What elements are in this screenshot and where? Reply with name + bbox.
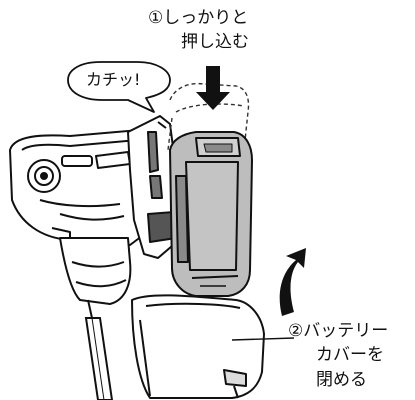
battery-pack	[169, 131, 253, 297]
down-arrow-icon	[196, 66, 230, 110]
step2-leader-line	[231, 337, 295, 341]
speech-bubble-icon	[67, 61, 171, 113]
step1-text-line2: 押し込む	[181, 32, 249, 52]
battery-ghost-outline	[167, 82, 250, 151]
battery-latch	[127, 115, 177, 259]
tool-housing	[9, 128, 166, 246]
step1-text-line1: しっかりと	[163, 8, 249, 28]
extension-shaft	[84, 317, 114, 400]
tool-handle	[59, 237, 132, 319]
step1-number: ①	[148, 8, 164, 28]
step2-label-line1: ②バッテリー	[288, 321, 388, 341]
step2-number: ②	[288, 321, 304, 341]
step2-text-line3: 閉める	[316, 370, 367, 390]
step2-text-line1: バッテリー	[303, 321, 389, 341]
step1-label-line1: ①しっかりと	[148, 8, 248, 28]
step2-text-line2: カバーを	[316, 345, 384, 365]
click-sound-text: カチッ!	[86, 70, 141, 89]
curved-up-arrow-icon	[279, 248, 306, 316]
battery-cover	[131, 294, 265, 399]
